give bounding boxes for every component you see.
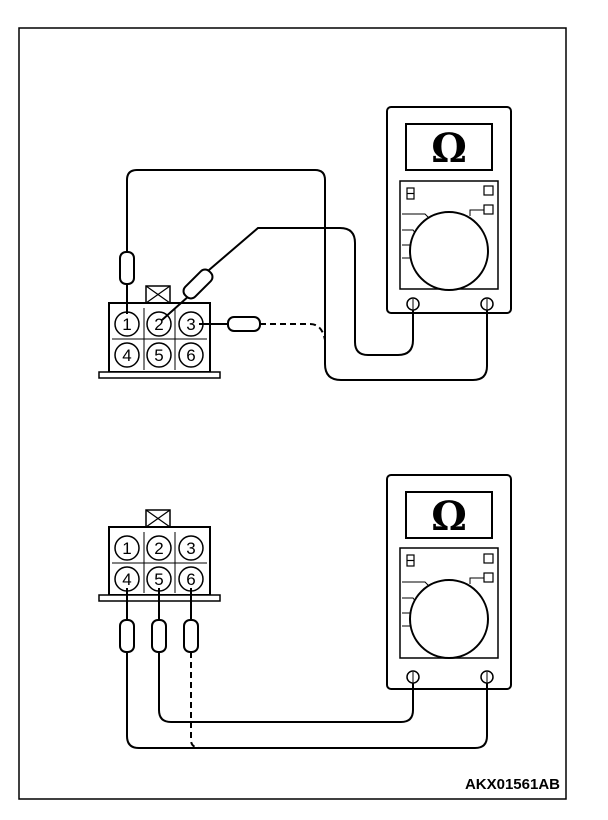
ohm-symbol: Ω	[431, 125, 467, 172]
pin-label: 6	[186, 346, 195, 365]
probe-pin-4	[119, 588, 135, 653]
probe-pin-2	[161, 268, 214, 321]
test-lead-solid	[158, 652, 414, 723]
indicator-square	[483, 185, 494, 196]
pin-4	[114, 342, 140, 368]
pin-5	[146, 342, 172, 368]
pin-label: 2	[154, 539, 163, 558]
top-test-setup: Ω	[98, 106, 512, 381]
test-lead-solid	[126, 169, 488, 381]
pin-label: 2	[154, 315, 163, 334]
meter-display	[405, 491, 493, 539]
pin-label: 3	[186, 539, 195, 558]
pin-grid	[112, 308, 207, 370]
rotary-dial	[409, 211, 489, 291]
indicator-square	[483, 204, 494, 215]
test-lead-dashed	[190, 652, 202, 749]
pin-label: 4	[122, 346, 131, 365]
pin-label: 3	[186, 315, 195, 334]
pin-label: 1	[122, 315, 131, 334]
pin-1	[114, 535, 140, 561]
pin-label: 5	[154, 570, 163, 589]
pin-grid	[112, 532, 207, 593]
pin-6	[178, 342, 204, 368]
pin-label: 4	[122, 570, 131, 589]
multimeter-bottom: Ω	[386, 474, 512, 690]
figure-code: AKX01561AB	[465, 776, 560, 793]
test-lead-solid	[208, 227, 414, 356]
pin-label: 1	[122, 539, 131, 558]
ohm-symbol: Ω	[431, 493, 467, 540]
pin-label: 5	[154, 346, 163, 365]
indicator-square	[483, 572, 494, 583]
connector-bottom: 1 2 3 4 5 6	[98, 509, 221, 602]
connector-top: 1 2 3 4 5 6	[98, 285, 221, 379]
bottom-test-setup: Ω	[98, 474, 512, 749]
connector-flange	[98, 371, 221, 379]
test-lead-solid	[126, 652, 488, 749]
pin-3	[178, 535, 204, 561]
meter-display	[405, 123, 493, 171]
test-lead-dashed	[260, 323, 326, 341]
pin-2	[146, 535, 172, 561]
indicator-square	[483, 553, 494, 564]
multimeter-top: Ω	[386, 106, 512, 314]
rotary-dial	[409, 579, 489, 659]
figure-frame	[18, 27, 567, 800]
pin-label: 6	[186, 570, 195, 589]
